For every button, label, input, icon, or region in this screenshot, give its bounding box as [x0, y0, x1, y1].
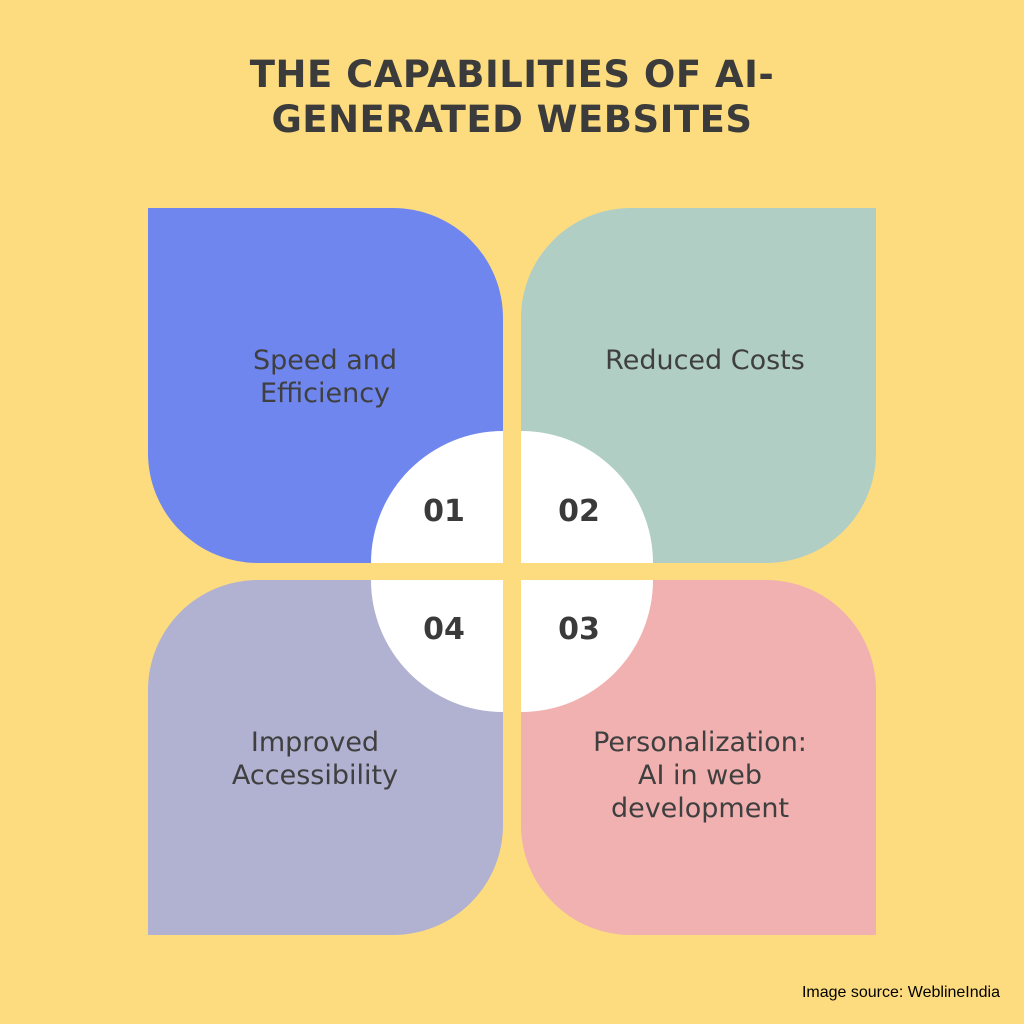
quadrant-01-label-line-2: Efficiency [259, 378, 391, 409]
quadrant-01-label: Speed and Efficiency [200, 344, 450, 410]
quadrant-03-label: Personalization: AI in web development [560, 726, 840, 825]
quadrant-02-label-line-1: Reduced Costs [605, 345, 805, 376]
quadrant-03-label-line-2: AI in web [637, 760, 763, 791]
title-line-1: THE CAPABILITIES OF AI- [249, 53, 775, 96]
image-source-credit: Image source: WeblineIndia [801, 984, 1000, 1001]
title-line-2: GENERATED WEBSITES [271, 98, 753, 141]
quadrant-03-label-line-3: development [610, 793, 790, 824]
diagram-title: THE CAPABILITIES OF AI- GENERATED WEBSIT… [0, 52, 1024, 142]
quadrant-04-label: Improved Accessibility [190, 726, 440, 792]
step-number-01: 01 [423, 494, 465, 529]
quadrant-04-label-line-1: Improved [250, 727, 380, 758]
quadrant-02-label: Reduced Costs [560, 344, 850, 377]
step-number-03: 03 [558, 612, 600, 647]
step-number-02: 02 [558, 494, 600, 529]
quadrant-04-label-line-2: Accessibility [231, 760, 399, 791]
step-number-04: 04 [423, 612, 465, 647]
quadrant-03-label-line-1: Personalization: [593, 727, 807, 758]
quadrant-01-label-line-1: Speed and [252, 345, 398, 376]
